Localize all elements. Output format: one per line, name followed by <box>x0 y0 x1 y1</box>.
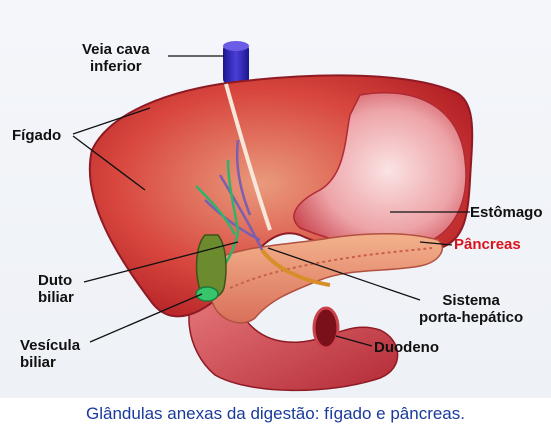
label-vesicula-biliar: Vesícula biliar <box>20 337 80 371</box>
label-duto-biliar: Duto biliar <box>38 272 74 306</box>
label-veia-cava: Veia cava inferior <box>82 41 150 75</box>
label-duto-line2: biliar <box>38 289 74 306</box>
label-sistema-line1: Sistema <box>419 292 523 309</box>
label-veia-cava-line1: Veia cava <box>82 41 150 58</box>
label-duto-line1: Duto <box>38 272 74 289</box>
label-vesicula-line1: Vesícula <box>20 337 80 354</box>
vena-cava-opening <box>223 41 249 51</box>
leader-vesicula <box>90 294 202 342</box>
label-veia-cava-line2: inferior <box>82 58 150 75</box>
label-sistema-porta-hepatico: Sistema porta-hepático <box>419 292 523 326</box>
gallbladder-neck <box>196 287 218 301</box>
figure-caption: Glândulas anexas da digestão: fígado e p… <box>0 404 551 424</box>
label-duodeno: Duodeno <box>374 339 439 356</box>
label-estomago: Estômago <box>470 204 543 221</box>
label-figado: Fígado <box>12 127 61 144</box>
label-sistema-line2: porta-hepático <box>419 309 523 326</box>
label-vesicula-line2: biliar <box>20 354 80 371</box>
label-pancreas: Pâncreas <box>454 236 521 253</box>
duodenum-opening <box>314 308 338 348</box>
